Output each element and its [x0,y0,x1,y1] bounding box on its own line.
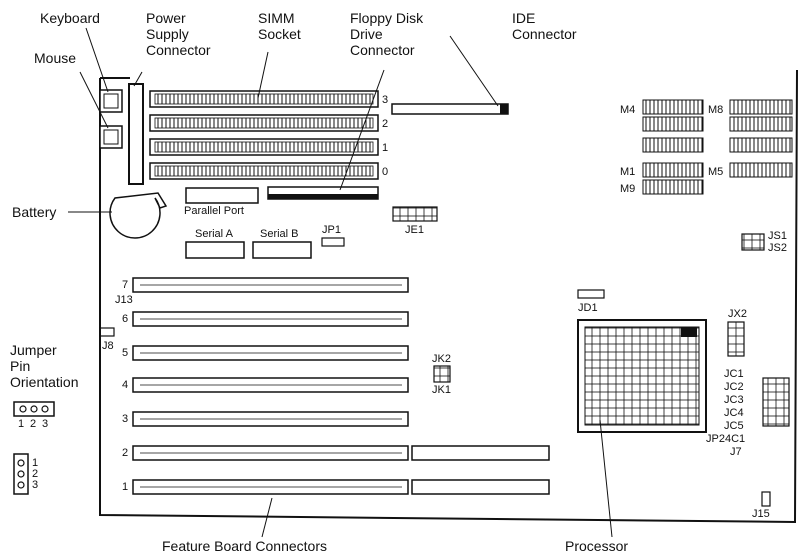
jc3-label: JC3 [724,394,744,406]
feature-board-slots [132,277,550,495]
js1-label: JS1 [768,230,787,242]
serial-b-label: Serial B [260,228,299,240]
mouse-port [99,125,123,149]
simm-sockets [149,90,379,180]
slot-number: 2 [122,447,129,459]
js-jumper [741,233,765,251]
pin-number: 1 [18,418,25,430]
jx2-jumper [727,321,745,357]
pin-number: 1 [32,457,39,469]
parallel-port-label: Parallel Port [184,205,244,217]
slot-number: 1 [122,481,129,493]
slot-number: 3 [122,413,129,425]
jd1-jumper [577,289,605,299]
keyboard-port-inner [103,93,119,109]
jp1-jumper [321,237,345,247]
simm-number: 0 [382,166,389,178]
simm-number: 3 [382,94,389,106]
j8-label: J8 [102,340,114,352]
simm-number: 1 [382,142,389,154]
jc-jumper-block [762,377,790,427]
keyboard-label: Keyboard [40,10,100,26]
serial-a-label: Serial A [195,228,233,240]
j7-label: J7 [730,446,742,458]
mouse-label: Mouse [34,50,77,66]
jk1-label: JK1 [432,384,451,396]
m9-label: M9 [620,183,636,195]
jc4-label: JC4 [724,407,744,419]
m5-label: M5 [708,166,724,178]
m8-label: M8 [708,104,724,116]
slot-number: 5 [122,347,129,359]
je1-label: JE1 [405,224,424,236]
parallel-port [185,187,259,204]
simm-socket-label: SIMM Socket [258,10,301,42]
jc1-label: JC1 [724,368,744,380]
battery-label: Battery [12,204,57,220]
js2-label: JS2 [768,242,787,254]
jc2-label: JC2 [724,381,744,393]
jumper-orientation-label: Jumper Pin Orientation [10,342,79,390]
memory-chips [642,99,793,195]
slot-1-ext [411,479,550,495]
pin-number: 2 [32,468,39,480]
slot-number: 4 [122,379,129,391]
power-supply-label: Power Supply Connector [146,10,211,58]
board-edge [99,69,798,524]
horizontal-jumper-example [13,401,55,417]
pin-number: 3 [32,479,39,491]
m4-label: M4 [620,104,636,116]
j15-label: J15 [752,508,770,520]
je1-jumper [392,206,438,222]
mouse-port-inner [103,129,119,145]
j15-jumper [761,491,771,507]
slot-2-ext [411,445,550,461]
vertical-jumper-example [13,453,29,495]
pin-number: 3 [42,418,49,430]
keyboard-port [99,89,123,113]
serial-b-port [252,241,312,259]
processor-label: Processor [565,538,629,554]
ide-label: IDE Connector [512,10,577,42]
j13-label: J13 [115,294,133,306]
slot-number: 7 [122,279,129,291]
jx2-label: JX2 [728,308,747,320]
simm-number: 2 [382,118,389,130]
feature-board-label: Feature Board Connectors [162,538,327,554]
power-supply-connector [128,83,144,185]
j8-jumper [99,327,115,337]
floppy-label: Floppy Disk Drive Connector [350,10,424,58]
battery [109,192,168,239]
jc5-label: JC5 [724,420,744,432]
jk-jumper [433,365,451,383]
m1-label: M1 [620,166,636,178]
jk2-label: JK2 [432,353,451,365]
jd1-label: JD1 [578,302,598,314]
slot-number: 6 [122,313,129,325]
jp24c1-label: JP24C1 [706,433,746,445]
ide-connector [391,103,509,115]
leader-lines [68,27,613,538]
pin-number: 2 [30,418,37,430]
jp1-label: JP1 [322,224,341,236]
serial-a-port [185,241,245,259]
